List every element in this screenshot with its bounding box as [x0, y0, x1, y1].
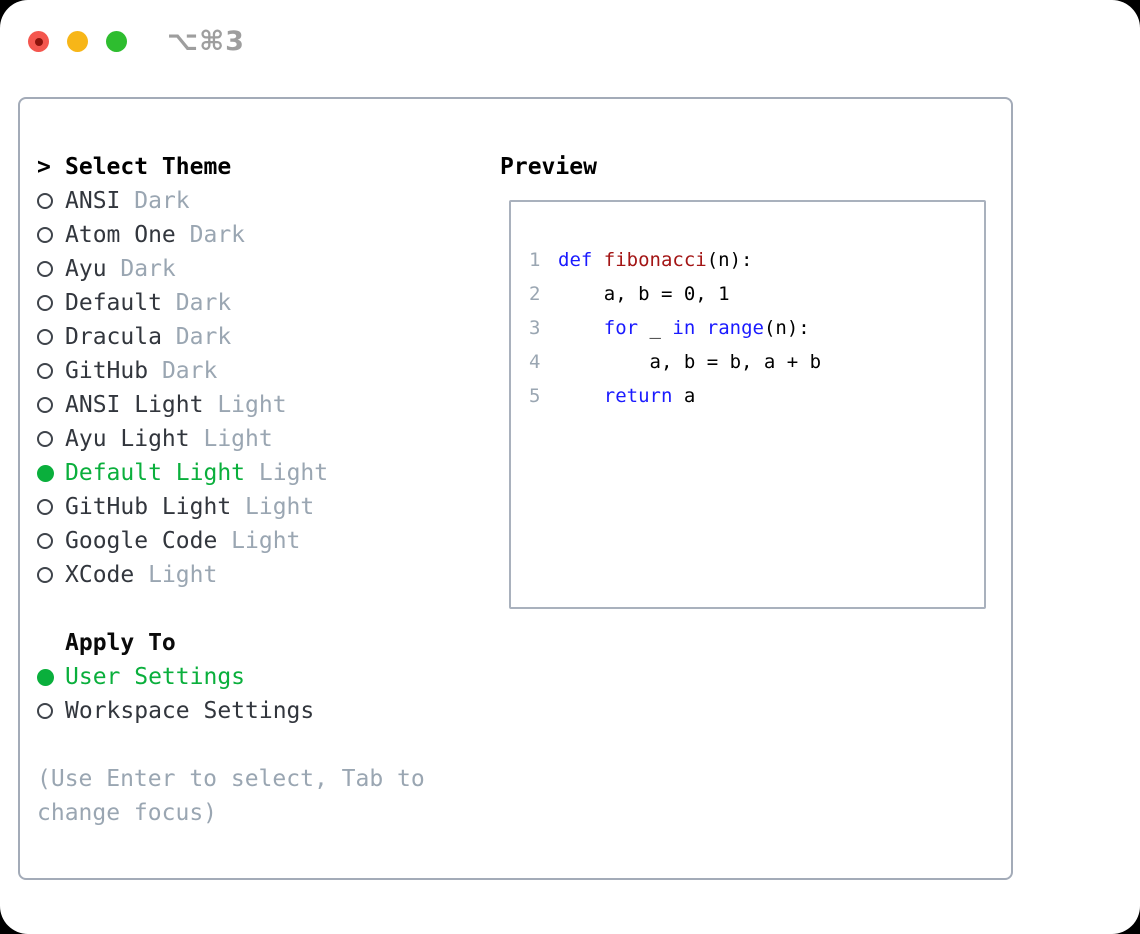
- theme-variant-label: Dark: [120, 256, 176, 282]
- theme-option-xcode[interactable]: XCode Light: [37, 558, 477, 592]
- theme-option-label: GitHub Light Light: [65, 494, 315, 520]
- apply-to-header: Apply To: [65, 630, 176, 656]
- apply-option-user-settings[interactable]: User Settings: [37, 660, 477, 694]
- line-number: 2: [529, 283, 541, 305]
- radio-icon: [37, 431, 65, 447]
- window-title: ⌥⌘3: [167, 26, 245, 57]
- theme-option-label: Google Code Light: [65, 528, 301, 554]
- keyboard-hint: (Use Enter to select, Tab to change focu…: [37, 766, 425, 826]
- apply-option-label: User Settings: [65, 664, 246, 690]
- code-line: 4 a, b = b, a + b: [529, 345, 984, 379]
- theme-option-label: Ayu Light Light: [65, 426, 273, 452]
- radio-icon: [37, 363, 65, 379]
- code-line: 5 return a: [529, 379, 984, 413]
- radio-icon: [37, 533, 65, 549]
- theme-variant-label: Light: [203, 426, 273, 452]
- theme-option-ayu[interactable]: Ayu Dark: [37, 252, 477, 286]
- theme-option-label: ANSI Dark: [65, 188, 190, 214]
- theme-variant-label: Dark: [175, 290, 232, 316]
- line-number: 1: [529, 249, 541, 271]
- apply-option-workspace-settings[interactable]: Workspace Settings: [37, 694, 477, 728]
- theme-option-default-light[interactable]: Default Light Light: [37, 456, 477, 490]
- radio-icon: [37, 567, 65, 583]
- theme-variant-label: Light: [217, 392, 287, 418]
- theme-variant-label: Dark: [134, 188, 190, 214]
- zoom-button[interactable]: [106, 31, 127, 52]
- theme-variant-label: Dark: [189, 222, 246, 248]
- code-line: 3 for _ in range(n):: [529, 311, 984, 345]
- theme-option-ansi[interactable]: ANSI Dark: [37, 184, 477, 218]
- theme-option-label: Atom One Dark: [65, 222, 246, 248]
- select-theme-header-row: > Select Theme: [37, 150, 477, 184]
- radio-icon: [37, 193, 65, 209]
- line-number: 4: [529, 351, 541, 373]
- close-button[interactable]: [28, 31, 49, 52]
- apply-to-header-row: Apply To: [37, 626, 477, 660]
- theme-option-label: Ayu Dark: [65, 256, 176, 282]
- blank-line: [529, 413, 984, 447]
- code-line: 2 a, b = 0, 1: [529, 277, 984, 311]
- theme-variant-label: Light: [245, 494, 315, 520]
- theme-option-label: GitHub Dark: [65, 358, 218, 384]
- theme-variant-label: Light: [148, 562, 218, 588]
- minimize-button[interactable]: [67, 31, 88, 52]
- preview-header: Preview: [500, 154, 597, 180]
- apply-option-label: Workspace Settings: [65, 698, 315, 724]
- radio-icon: [37, 499, 65, 515]
- close-dot-icon: [34, 37, 43, 46]
- line-number: 3: [529, 317, 541, 339]
- theme-option-label: ANSI Light Light: [65, 392, 287, 418]
- theme-variant-label: Dark: [175, 324, 232, 350]
- select-theme-header: Select Theme: [65, 154, 232, 180]
- theme-variant-label: Dark: [161, 358, 218, 384]
- theme-option-default[interactable]: Default Dark: [37, 286, 477, 320]
- theme-option-github-light[interactable]: GitHub Light Light: [37, 490, 477, 524]
- radio-selected-icon: [37, 464, 65, 482]
- theme-option-label: Default Light Light: [65, 460, 329, 486]
- line-number: 5: [529, 385, 541, 407]
- theme-option-label: Default Dark: [65, 290, 232, 316]
- theme-option-label: XCode Light: [65, 562, 218, 588]
- theme-option-ansi-light[interactable]: ANSI Light Light: [37, 388, 477, 422]
- titlebar: ⌥⌘3: [28, 26, 245, 57]
- focus-chevron-icon: >: [37, 154, 51, 180]
- radio-icon: [37, 295, 65, 311]
- theme-option-github[interactable]: GitHub Dark: [37, 354, 477, 388]
- theme-variant-label: Light: [258, 460, 329, 486]
- radio-icon: [37, 703, 65, 719]
- theme-option-google-code[interactable]: Google Code Light: [37, 524, 477, 558]
- radio-icon: [37, 261, 65, 277]
- radio-icon: [37, 329, 65, 345]
- theme-option-dracula[interactable]: Dracula Dark: [37, 320, 477, 354]
- theme-option-atom-one[interactable]: Atom One Dark: [37, 218, 477, 252]
- radio-icon: [37, 227, 65, 243]
- theme-variant-label: Light: [231, 528, 301, 554]
- theme-option-ayu-light[interactable]: Ayu Light Light: [37, 422, 477, 456]
- theme-option-label: Dracula Dark: [65, 324, 232, 350]
- radio-icon: [37, 397, 65, 413]
- radio-selected-icon: [37, 668, 65, 686]
